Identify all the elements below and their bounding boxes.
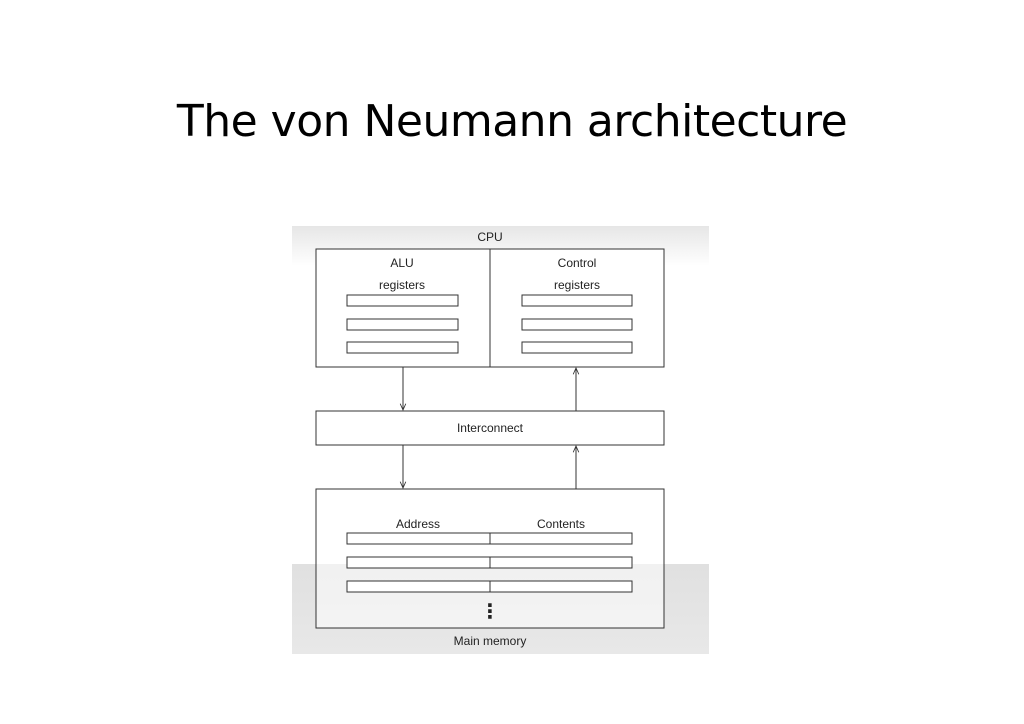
interconnect-box	[315, 410, 665, 446]
cpu-label: CPU	[477, 230, 502, 244]
memory-ellipsis: ⋮	[480, 599, 500, 623]
memory-contents-header: Contents	[537, 517, 585, 531]
control-label: Control	[558, 256, 597, 270]
alu-register	[346, 318, 459, 331]
control-register	[521, 318, 633, 331]
memory-address-header: Address	[396, 517, 440, 531]
interconnect-label: Interconnect	[457, 421, 524, 435]
control-register	[521, 294, 633, 307]
slide-title: The von Neumann architecture	[176, 96, 848, 147]
alu-label: ALU	[390, 256, 413, 270]
control-registers-label: registers	[554, 278, 600, 292]
alu-register	[346, 341, 459, 354]
alu-register	[346, 294, 459, 307]
alu-registers-label: registers	[379, 278, 425, 292]
main-memory-label: Main memory	[454, 634, 527, 648]
control-register	[521, 341, 633, 354]
